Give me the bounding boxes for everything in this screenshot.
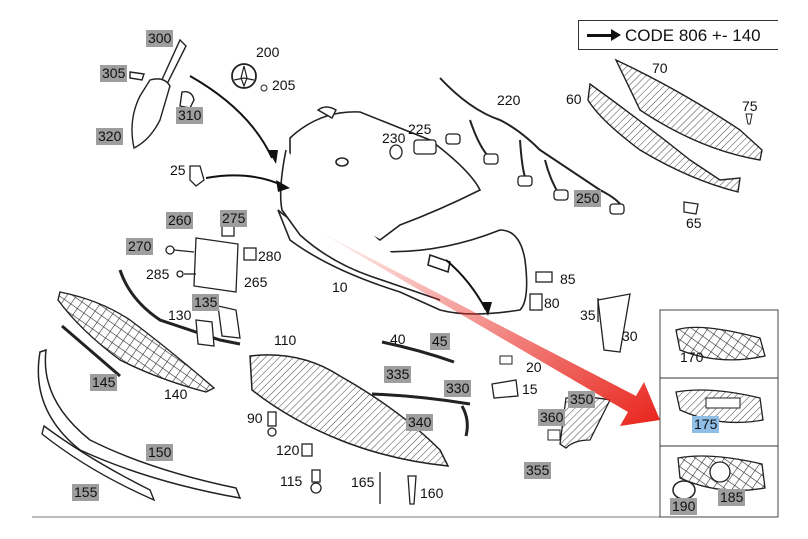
strip-155-drawing bbox=[41, 424, 156, 502]
part-label-10: 10 bbox=[332, 279, 348, 295]
code-box: CODE 806 +- 140 bbox=[578, 20, 778, 50]
part-label-330: 330 bbox=[444, 380, 472, 397]
part-label-335: 335 bbox=[384, 366, 412, 383]
part-label-355: 355 bbox=[524, 462, 552, 479]
part-label-200: 200 bbox=[256, 44, 280, 60]
clip-20-drawing bbox=[499, 355, 513, 365]
part-label-35: 35 bbox=[580, 307, 596, 323]
part-label-135: 135 bbox=[192, 294, 220, 311]
lower-grille-140-drawing bbox=[57, 291, 216, 393]
part-label-350: 350 bbox=[568, 391, 596, 408]
part-label-30: 30 bbox=[622, 328, 638, 344]
part-label-160: 160 bbox=[420, 485, 444, 501]
red-callout-arrow bbox=[320, 232, 660, 426]
part-label-205: 205 bbox=[272, 77, 296, 93]
part-label-110: 110 bbox=[274, 332, 297, 348]
part-label-185: 185 bbox=[718, 489, 746, 506]
inset-panel bbox=[659, 309, 779, 518]
clips-80-85-drawing bbox=[529, 271, 553, 311]
part-label-285: 285 bbox=[146, 266, 170, 282]
part-label-45: 45 bbox=[430, 333, 450, 350]
part-label-120: 120 bbox=[276, 442, 300, 458]
part-label-270: 270 bbox=[126, 238, 154, 255]
top-trim-drawing bbox=[316, 106, 337, 119]
grille-170-drawing bbox=[675, 326, 766, 361]
part-label-305: 305 bbox=[100, 65, 128, 82]
part-label-260: 260 bbox=[166, 212, 194, 229]
part-label-150: 150 bbox=[146, 444, 174, 461]
underbody-110-drawing bbox=[249, 354, 450, 467]
part-label-320: 320 bbox=[96, 128, 124, 145]
sensors-drawing bbox=[389, 133, 699, 215]
part-label-40: 40 bbox=[390, 331, 406, 347]
part-label-80: 80 bbox=[544, 295, 560, 311]
fasteners-drawing bbox=[267, 411, 417, 505]
part-label-175: 175 bbox=[692, 416, 720, 433]
part-label-65: 65 bbox=[686, 215, 702, 231]
bracket-320-drawing bbox=[129, 38, 195, 150]
clip-25-drawing bbox=[189, 165, 205, 187]
leader-arrowheads bbox=[268, 150, 492, 316]
part-label-165: 165 bbox=[351, 474, 375, 490]
part-label-25: 25 bbox=[170, 162, 186, 178]
part-label-145: 145 bbox=[90, 374, 118, 391]
part-label-75: 75 bbox=[742, 98, 758, 114]
part-label-280: 280 bbox=[258, 248, 282, 264]
bracket-30-drawing bbox=[597, 293, 631, 353]
part-label-140: 140 bbox=[164, 386, 188, 402]
strip-145-drawing bbox=[61, 324, 121, 378]
part-label-130: 130 bbox=[168, 307, 192, 323]
part-label-230: 230 bbox=[382, 130, 406, 146]
part-label-310: 310 bbox=[176, 107, 204, 124]
part-label-340: 340 bbox=[406, 414, 434, 431]
support-60-drawing bbox=[587, 58, 763, 193]
clip-360-drawing bbox=[547, 429, 561, 441]
screw-75-drawing bbox=[745, 113, 753, 125]
part-label-250: 250 bbox=[574, 190, 602, 207]
strip-340-drawing bbox=[460, 405, 469, 437]
part-label-265: 265 bbox=[244, 274, 268, 290]
bracket-135-drawing bbox=[195, 305, 241, 347]
spoiler-150-drawing bbox=[37, 348, 242, 499]
grille-185-drawing bbox=[672, 455, 766, 500]
grille-175-drawing bbox=[675, 389, 764, 424]
part-label-220: 220 bbox=[497, 92, 521, 108]
part-label-275: 275 bbox=[220, 210, 248, 227]
strip-40-drawing bbox=[381, 340, 455, 364]
part-label-300: 300 bbox=[146, 30, 174, 47]
code-box-text: CODE 806 +- 140 bbox=[625, 26, 761, 45]
bumper-cover-drawing bbox=[277, 111, 528, 315]
part-label-360: 360 bbox=[538, 409, 566, 426]
part-label-20: 20 bbox=[526, 359, 542, 375]
part-label-60: 60 bbox=[566, 91, 582, 107]
part-label-15: 15 bbox=[522, 381, 538, 397]
right-arrow-icon bbox=[587, 29, 621, 41]
part-label-155: 155 bbox=[72, 484, 100, 501]
part-label-225: 225 bbox=[408, 121, 432, 137]
part-label-90: 90 bbox=[247, 410, 263, 426]
part-label-190: 190 bbox=[670, 498, 698, 515]
plate-bracket-drawing bbox=[165, 221, 257, 293]
strip-330-drawing bbox=[371, 392, 471, 406]
part-label-115: 115 bbox=[280, 473, 303, 489]
part-label-85: 85 bbox=[560, 271, 576, 287]
emblem-200-drawing bbox=[231, 63, 268, 92]
cap-15-drawing bbox=[491, 379, 519, 399]
part-label-170: 170 bbox=[680, 349, 704, 365]
part-label-70: 70 bbox=[652, 60, 668, 76]
